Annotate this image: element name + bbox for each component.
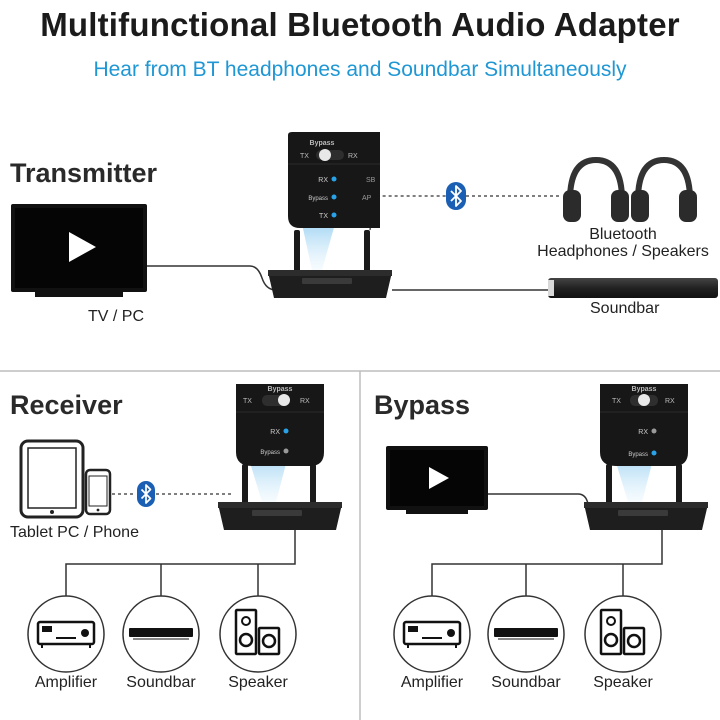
- tx-switch-left-label: TX: [300, 153, 309, 160]
- rx-led-label-bypass: Bypass: [260, 450, 280, 456]
- bypass-output-wires: [431, 530, 663, 598]
- phone-icon: [84, 468, 112, 516]
- transmitter-switch-panel: [288, 132, 380, 228]
- tv-pc-monitor: [11, 204, 147, 297]
- tx-led-label-bypass: Bypass: [308, 196, 328, 202]
- receiver-output-wires: [65, 530, 296, 598]
- bypass-speaker-label: Speaker: [593, 674, 653, 691]
- rx-switch-right-label: RX: [300, 398, 310, 405]
- transmitter-adapter: [268, 224, 392, 298]
- bp-led-label-bypass: Bypass: [628, 452, 648, 458]
- bypass-soundbar-icon: [487, 595, 565, 673]
- receiver-amplifier-icon: [27, 595, 105, 673]
- bypass-section-title: Bypass: [374, 390, 471, 420]
- bypass-soundbar-label: Soundbar: [491, 674, 561, 691]
- receiver-amplifier-label: Amplifier: [34, 674, 98, 691]
- receiver-switch-panel: [236, 384, 324, 466]
- page-title: Multifunctional Bluetooth Audio Adapter: [40, 6, 680, 43]
- bp-switch-top-label: Bypass: [632, 386, 657, 393]
- receiver-speaker-label: Speaker: [228, 674, 288, 691]
- tx-led-label-rx: RX: [318, 177, 328, 184]
- bp-led-label-rx: RX: [638, 429, 648, 436]
- tx-led-label-tx: TX: [319, 213, 328, 220]
- receiver-speaker-icon: [219, 595, 297, 673]
- tx-side-label-sb: SB: [366, 177, 376, 184]
- soundbar-device: [548, 278, 718, 298]
- receiver-soundbar-label: Soundbar: [126, 674, 196, 691]
- bypass-amplifier-label: Amplifier: [400, 674, 464, 691]
- bluetooth-icon: [446, 182, 466, 210]
- bp-switch-right-label: RX: [665, 398, 675, 405]
- tx-switch-right-label: RX: [348, 153, 358, 160]
- receiver-adapter: [218, 456, 342, 530]
- headphones-label-line2: Headphones / Speakers: [537, 243, 709, 260]
- tx-switch-top-label: Bypass: [310, 140, 335, 147]
- section-dividers: [0, 370, 720, 720]
- tablet-phone-label: Tablet PC / Phone: [10, 524, 139, 541]
- bypass-tv-monitor: [386, 446, 488, 514]
- tx-side-label-ap: AP: [362, 195, 372, 202]
- tv-pc-label: TV / PC: [88, 308, 145, 325]
- bypass-speaker-icon: [584, 595, 662, 673]
- rx-switch-left-label: TX: [243, 398, 252, 405]
- bypass-adapter: [584, 456, 708, 530]
- soundbar-label: Soundbar: [590, 300, 660, 317]
- headphones-icon: [563, 156, 697, 222]
- bypass-amplifier-icon: [393, 595, 471, 673]
- bypass-switch-panel: [600, 384, 688, 466]
- headphones-label-line1: Bluetooth: [589, 226, 657, 243]
- receiver-soundbar-icon: [122, 595, 200, 673]
- transmitter-section-title: Transmitter: [10, 158, 158, 188]
- rx-led-label-rx: RX: [270, 429, 280, 436]
- page-subtitle: Hear from BT headphones and Soundbar Sim…: [93, 58, 627, 81]
- rx-switch-top-label: Bypass: [268, 386, 293, 393]
- tablet-icon: [19, 439, 85, 519]
- bluetooth-icon: [137, 481, 155, 507]
- bp-switch-left-label: TX: [612, 398, 621, 405]
- receiver-section-title: Receiver: [10, 390, 123, 420]
